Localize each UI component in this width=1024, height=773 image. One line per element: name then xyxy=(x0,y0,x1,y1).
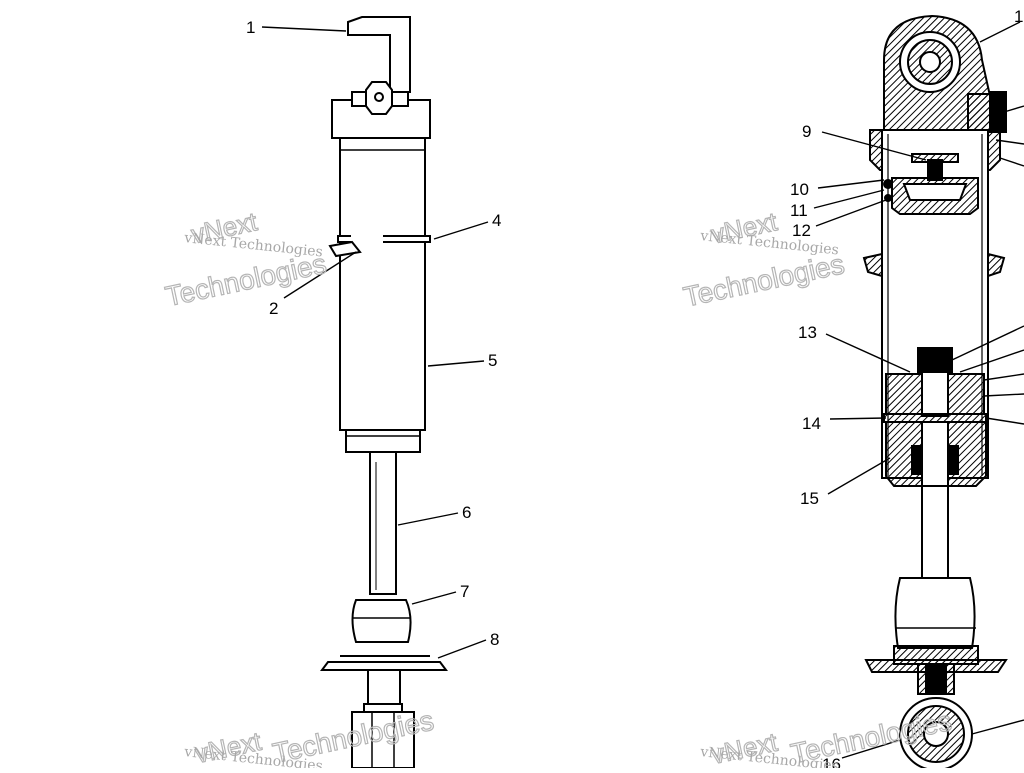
nut-hole xyxy=(374,92,384,102)
body-tube xyxy=(339,137,426,431)
piston-nut xyxy=(917,347,953,373)
hose-fitting xyxy=(347,16,411,93)
bumper-cup xyxy=(320,661,448,671)
cutaway-shaft xyxy=(921,485,949,581)
side-tab-right xyxy=(987,252,1006,278)
left-leaders xyxy=(261,26,489,659)
clip-ring xyxy=(337,235,431,243)
callout-9: 9 xyxy=(802,122,811,141)
shock-exterior xyxy=(320,16,448,769)
callout-1: 1 xyxy=(246,18,255,37)
callout-11: 11 xyxy=(790,201,808,220)
body-bottom xyxy=(345,429,421,453)
callout-14: 14 xyxy=(802,414,821,433)
shock-cutaway xyxy=(862,14,1008,771)
callout-2: 2 xyxy=(269,299,278,318)
shaft xyxy=(369,451,397,595)
side-tab-left xyxy=(862,252,883,278)
svg-text:Technologies: Technologies xyxy=(681,248,847,312)
callout-10: 10 xyxy=(790,180,809,199)
callout-4: 4 xyxy=(492,211,501,230)
callout-7: 7 xyxy=(460,582,469,601)
callout-15: 15 xyxy=(800,489,819,508)
right-leaders xyxy=(813,21,1024,759)
bumper xyxy=(351,599,412,643)
callout-13: 13 xyxy=(798,323,817,342)
piston-shim xyxy=(883,413,987,423)
callout-top-right-1: 1 xyxy=(1014,7,1023,26)
left-callouts: 1 2 4 5 6 7 8 xyxy=(246,18,501,649)
cutaway-bumper xyxy=(894,577,976,649)
right-callouts: 9 10 11 12 13 14 15 16 1 xyxy=(790,7,1023,773)
callout-12: 12 xyxy=(792,221,811,240)
lower-mount xyxy=(367,669,401,707)
callout-8: 8 xyxy=(490,630,499,649)
clip-ring-gap xyxy=(351,233,383,245)
callout-5: 5 xyxy=(488,351,497,370)
callout-6: 6 xyxy=(462,503,471,522)
snap-ring-detail xyxy=(328,240,362,258)
